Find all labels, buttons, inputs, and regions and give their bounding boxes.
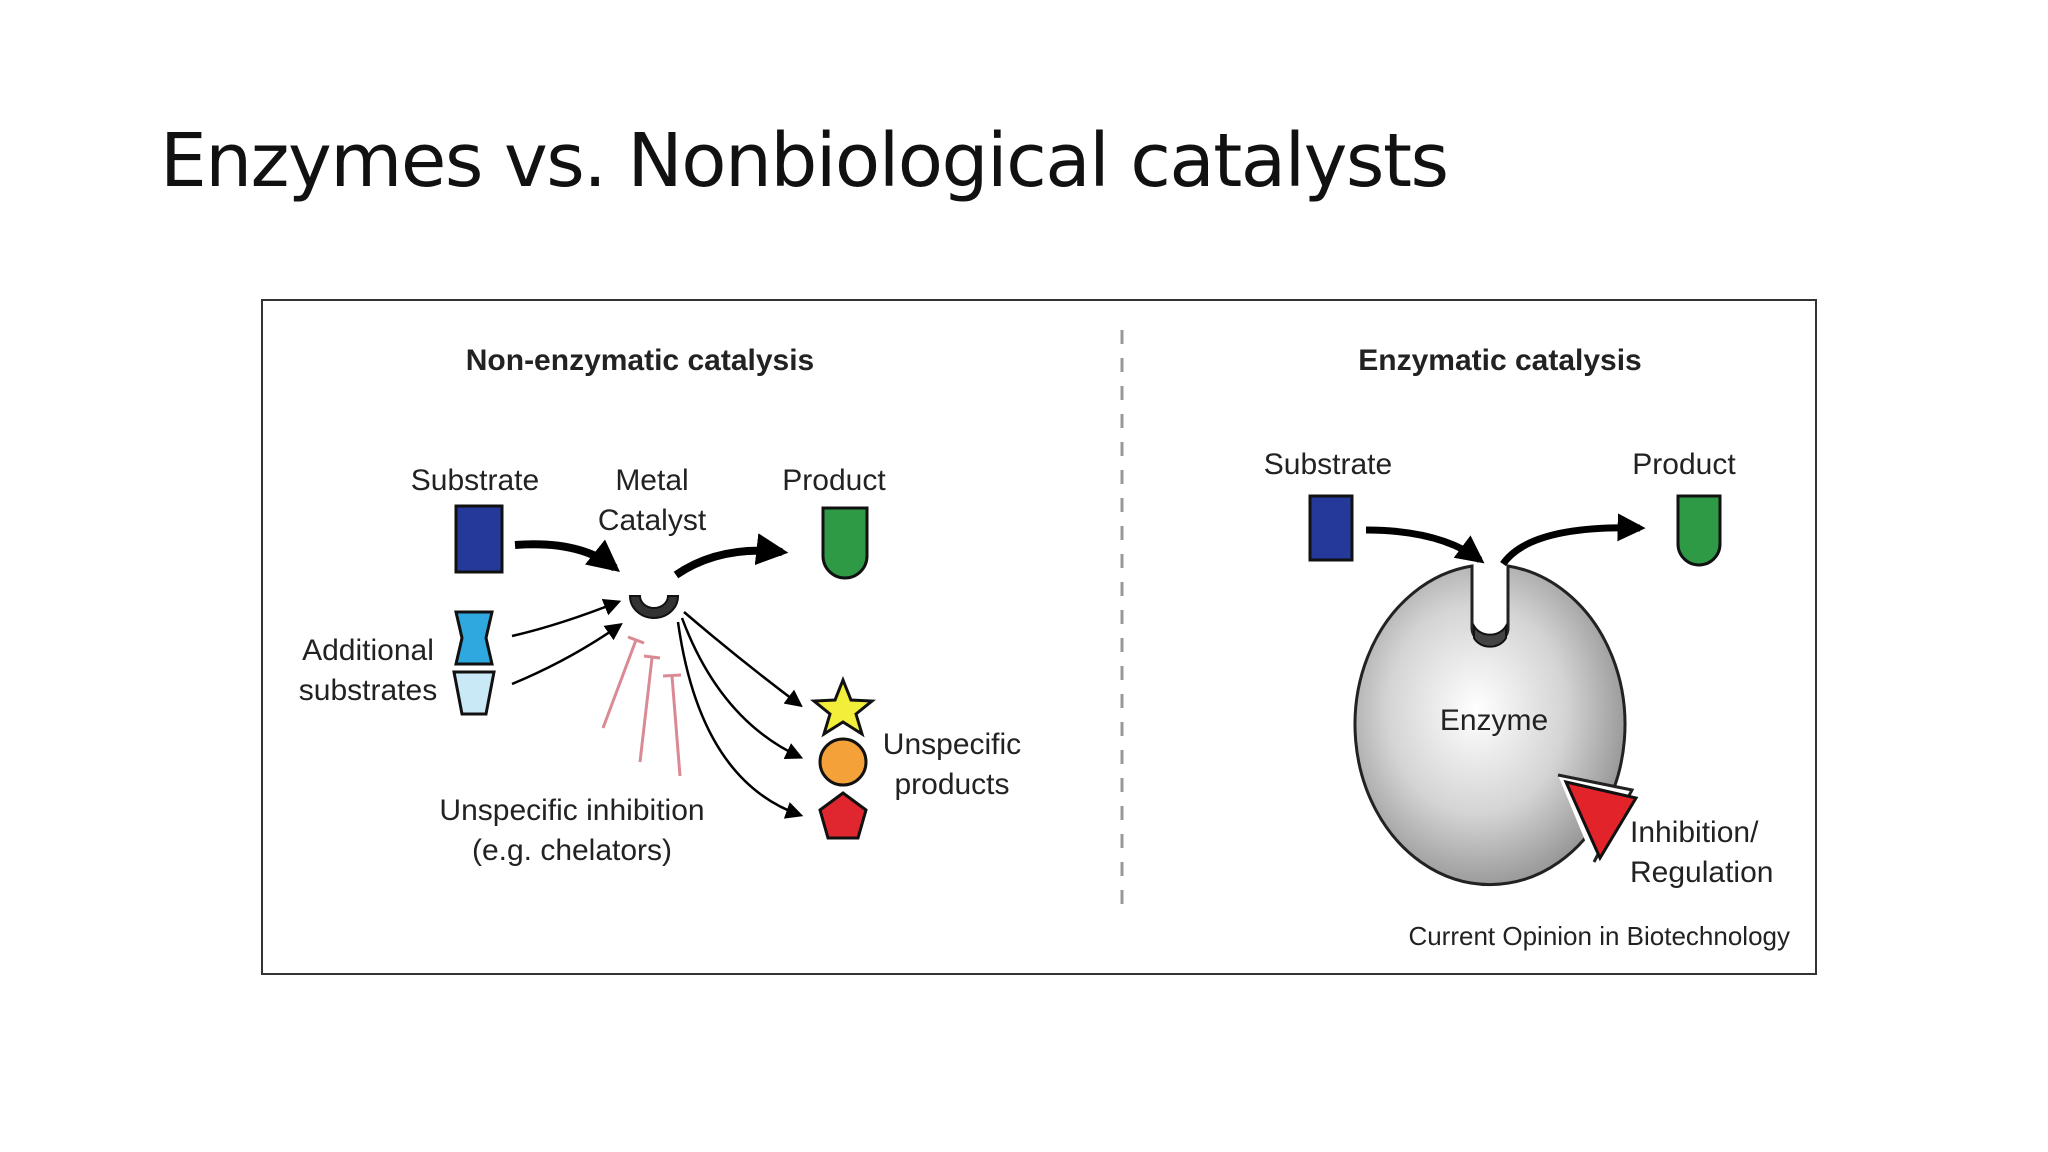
metal-catalyst-shape: [628, 595, 680, 619]
additional-label-line1: Additional: [302, 634, 434, 667]
left-substrate-label: Substrate: [411, 464, 539, 497]
additional-arrow-1: [511, 599, 622, 638]
right-panel-heading: Enzymatic catalysis: [1358, 344, 1642, 377]
inhibition-label-line1: Unspecific inhibition: [439, 794, 704, 827]
unspecific-product-circle: [818, 737, 868, 787]
catalyst-to-product-arrow: [673, 533, 789, 579]
enzyme-substrate-arrow: [1365, 526, 1485, 564]
enzyme-product-arrow: [1500, 513, 1646, 567]
inhibitor-lines: [601, 635, 682, 777]
slide-title: Enzymes vs. Nonbiological catalysts: [160, 118, 1449, 204]
left-product-label: Product: [782, 464, 886, 497]
right-substrate-label: Substrate: [1264, 448, 1392, 481]
catalyst-label-line2: Catalyst: [598, 504, 707, 537]
catalyst-label-line1: Metal: [615, 464, 688, 497]
inhibition-label-line2: (e.g. chelators): [472, 834, 672, 867]
enzyme-body: [1353, 564, 1627, 887]
enzyme-active-site: [1473, 622, 1507, 648]
unspecific-products-line1: Unspecific: [883, 728, 1021, 761]
regulation-label-line1: Inhibition/: [1630, 816, 1759, 849]
unspecific-product-pentagon: [818, 791, 868, 840]
unspecific-arrow-3: [676, 621, 804, 819]
unspecific-arrow-1: [683, 611, 803, 708]
figure-credit: Current Opinion in Biotechnology: [1408, 921, 1790, 951]
regulator-triangle: [1563, 779, 1639, 862]
unspecific-products-line2: products: [894, 768, 1009, 801]
additional-arrow-2: [511, 622, 623, 686]
enzyme-label: Enzyme: [1440, 704, 1548, 737]
additional-substrate-1-shape: [454, 610, 494, 666]
right-product-label: Product: [1632, 448, 1736, 481]
left-product-shape: [821, 506, 869, 580]
unspecific-product-star: [810, 675, 876, 738]
right-substrate-shape: [1308, 494, 1354, 562]
unspecific-arrow-2: [680, 617, 804, 760]
regulation-label-line2: Regulation: [1630, 856, 1773, 889]
substrate-to-catalyst-arrow: [514, 539, 620, 572]
left-substrate-shape: [454, 504, 504, 574]
left-panel-heading: Non-enzymatic catalysis: [466, 344, 814, 377]
additional-substrate-2-shape: [452, 670, 496, 716]
additional-label-line2: substrates: [299, 674, 437, 707]
right-product-shape: [1676, 494, 1722, 567]
